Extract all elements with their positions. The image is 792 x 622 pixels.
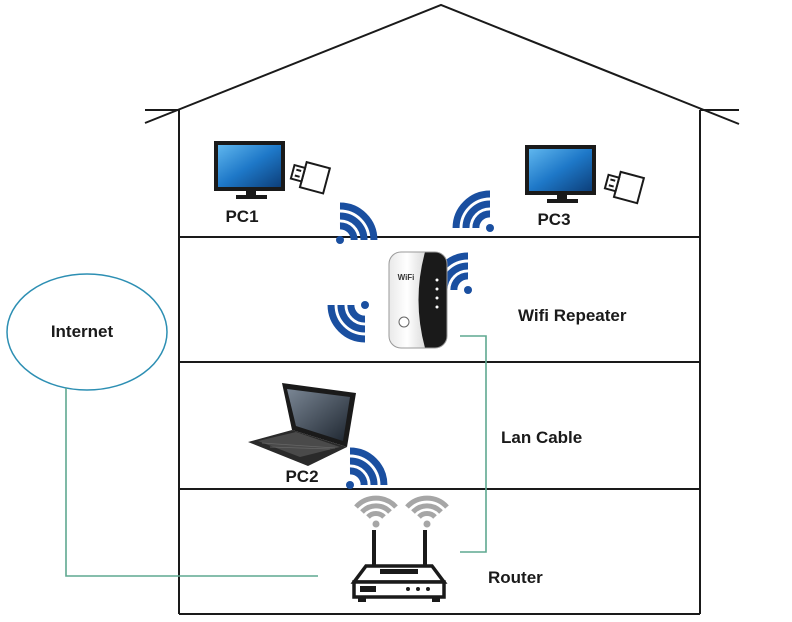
lan-cable bbox=[460, 335, 487, 553]
router-label: Router bbox=[488, 568, 543, 587]
pc1-label: PC1 bbox=[225, 207, 258, 226]
wifi-signal-icon bbox=[327, 301, 369, 343]
wifi-signal-icon bbox=[336, 202, 378, 244]
pc1-usb-wifi-adapter-icon bbox=[289, 160, 332, 195]
internet-cable bbox=[65, 388, 318, 577]
pc2-label: PC2 bbox=[285, 467, 318, 486]
wifi-repeater-icon: WiFi bbox=[388, 251, 448, 349]
svg-text:WiFi: WiFi bbox=[398, 273, 415, 282]
pc3-monitor-icon bbox=[525, 145, 596, 203]
internet-label: Internet bbox=[51, 322, 114, 341]
wifi-signal-icon bbox=[346, 447, 388, 489]
lan-cable-label: Lan Cable bbox=[501, 428, 582, 447]
pc1-monitor-icon bbox=[214, 141, 285, 199]
router-wifi-signal-icon bbox=[405, 495, 449, 528]
pc3-label: PC3 bbox=[537, 210, 570, 229]
pc2-laptop-icon bbox=[248, 383, 356, 466]
roof bbox=[144, 3, 740, 125]
internet-cloud bbox=[6, 273, 168, 391]
router-icon bbox=[350, 530, 448, 602]
wifi-repeater-label: Wifi Repeater bbox=[518, 306, 627, 325]
wifi-signal-icon bbox=[452, 190, 494, 232]
house-outline bbox=[144, 3, 740, 615]
pc3-usb-wifi-adapter-icon bbox=[603, 170, 646, 205]
cables bbox=[65, 335, 487, 577]
router-wifi-signal-icon bbox=[354, 495, 398, 528]
